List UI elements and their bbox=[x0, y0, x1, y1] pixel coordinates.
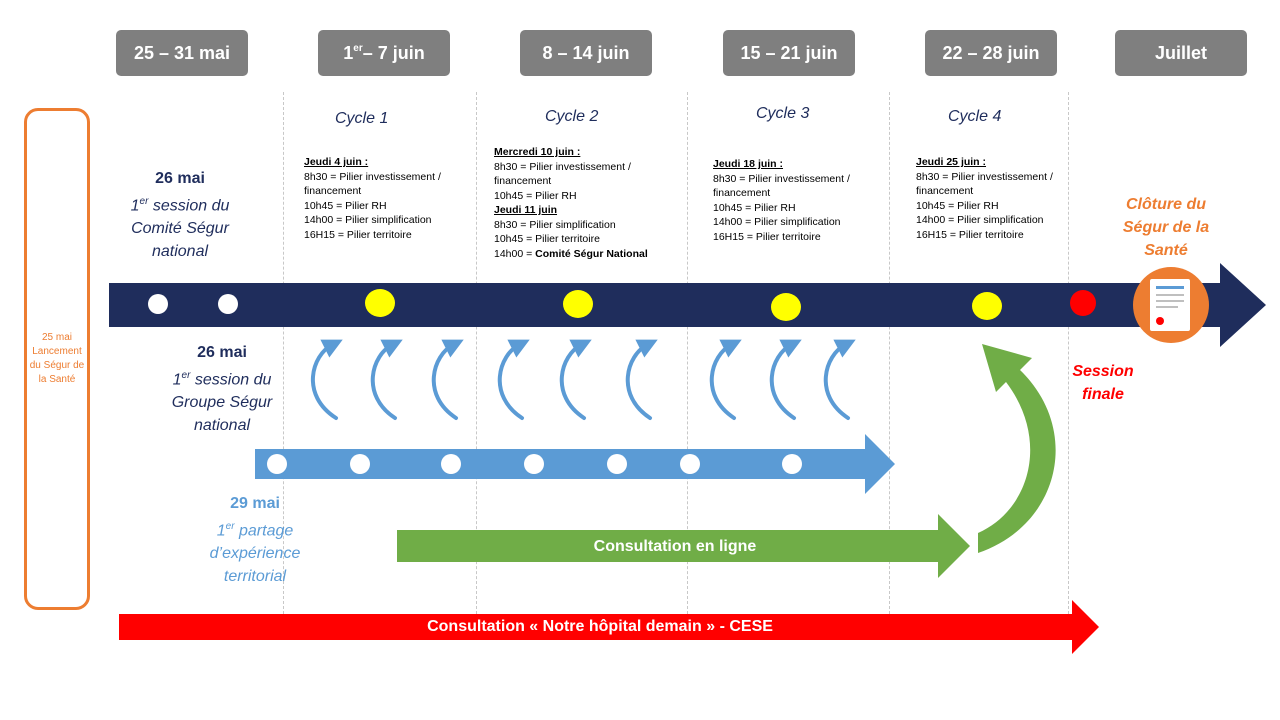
red-dot bbox=[1070, 290, 1096, 316]
cycle-arrow-icon bbox=[559, 339, 592, 420]
cycle-arrow-icon bbox=[310, 339, 343, 420]
cycle-arrow-icon bbox=[370, 339, 403, 420]
white-dot bbox=[148, 294, 168, 314]
lancement-line: du Ségur de bbox=[29, 360, 85, 371]
white-dot bbox=[680, 454, 700, 474]
yellow-dot bbox=[563, 290, 593, 318]
cycle-2-title: Cycle 2 bbox=[545, 108, 599, 125]
period-8-14-juin: 8 – 14 juin bbox=[520, 30, 652, 76]
column-divider bbox=[889, 92, 890, 614]
lancement-line: la Santé bbox=[38, 374, 76, 385]
main-timeline-arrow bbox=[109, 263, 1266, 347]
cycle-arrow-icon bbox=[709, 339, 742, 420]
white-dot bbox=[607, 454, 627, 474]
consultation-cese-text: Consultation « Notre hôpital demain » - … bbox=[427, 618, 773, 635]
white-dot bbox=[350, 454, 370, 474]
cycle-arrow-icon bbox=[769, 339, 802, 420]
schedule-cycle-2: Mercredi 10 juin : 8h30 = Pilier investi… bbox=[494, 146, 648, 260]
comite-segur-label: 26 mai 1er session du Comité Ségur natio… bbox=[130, 170, 230, 261]
consultation-en-ligne-arrow bbox=[397, 514, 970, 578]
schedule-cycle-1: Jeudi 4 juin : 8h30 = Pilier investissem… bbox=[304, 156, 441, 241]
lancement-box: 25 mai Lancement du Ségur de la Santé bbox=[24, 108, 90, 610]
document-certificate-icon bbox=[1133, 267, 1209, 343]
cycle-arrow-icon bbox=[497, 339, 530, 420]
curved-return-arrow bbox=[978, 344, 1056, 553]
cycle-3-title: Cycle 3 bbox=[756, 105, 810, 122]
white-dot bbox=[782, 454, 802, 474]
column-divider bbox=[476, 92, 477, 614]
consultation-cese-arrow bbox=[119, 600, 1099, 654]
period-22-28-juin: 22 – 28 juin bbox=[925, 30, 1057, 76]
white-dot bbox=[524, 454, 544, 474]
period-juillet: Juillet bbox=[1115, 30, 1247, 76]
column-divider bbox=[1068, 92, 1069, 614]
yellow-dot bbox=[365, 289, 395, 317]
partage-experience-label: 29 mai 1er partage d’expérience territor… bbox=[209, 495, 301, 586]
session-finale-label: Session finale bbox=[1072, 363, 1134, 403]
groupe-timeline-arrow bbox=[255, 434, 895, 494]
cycle-4-title: Cycle 4 bbox=[948, 108, 1002, 125]
cycle-arrow-icon bbox=[625, 339, 658, 420]
period-15-21-juin: 15 – 21 juin bbox=[723, 30, 855, 76]
white-dot bbox=[218, 294, 238, 314]
cycle-1-title: Cycle 1 bbox=[335, 110, 389, 127]
period-25-31-mai: 25 – 31 mai bbox=[116, 30, 248, 76]
consultation-en-ligne-text: Consultation en ligne bbox=[593, 538, 757, 555]
cycle-arrow-icon bbox=[823, 339, 856, 420]
lancement-line: 25 mai bbox=[41, 332, 72, 343]
column-divider bbox=[687, 92, 688, 614]
white-dot bbox=[267, 454, 287, 474]
yellow-dot bbox=[972, 292, 1002, 320]
groupe-segur-label: 26 mai 1er session du Groupe Ségur natio… bbox=[171, 344, 273, 435]
yellow-dot bbox=[771, 293, 801, 321]
schedule-cycle-3: Jeudi 18 juin : 8h30 = Pilier investisse… bbox=[713, 158, 850, 243]
schedule-cycle-4: Jeudi 25 juin : 8h30 = Pilier investisse… bbox=[916, 156, 1053, 241]
cycle-arrow-icon bbox=[431, 339, 464, 420]
cloture-label: Clôture du Ségur de la Santé bbox=[1122, 196, 1210, 259]
column-divider bbox=[283, 92, 284, 614]
lancement-line: Lancement bbox=[32, 346, 82, 357]
white-dot bbox=[441, 454, 461, 474]
